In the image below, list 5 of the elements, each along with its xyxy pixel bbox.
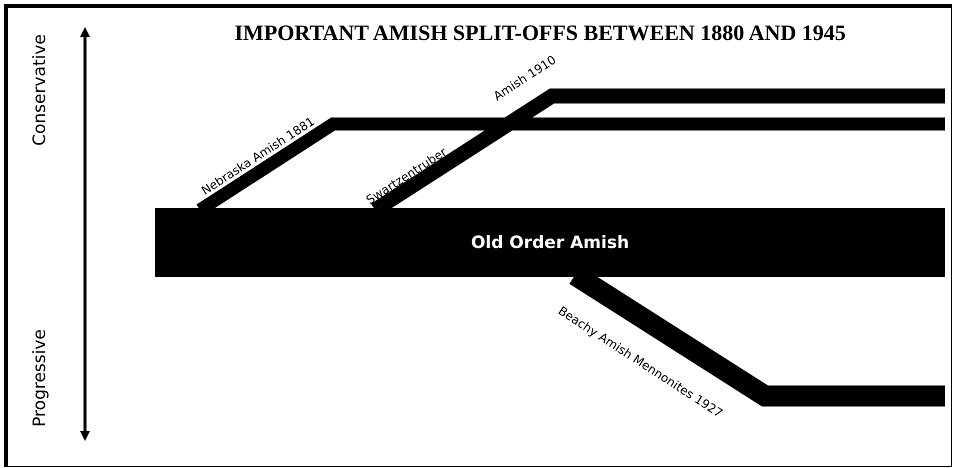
group-band: [155, 208, 945, 277]
band-label: Old Order Amish: [470, 232, 630, 252]
title: IMPORTANT AMISH SPLIT-OFFS BETWEEN 1880 AND 1945: [234, 20, 846, 46]
axis-label: Conservative: [30, 34, 50, 146]
axis-label: Progressive: [30, 329, 50, 427]
